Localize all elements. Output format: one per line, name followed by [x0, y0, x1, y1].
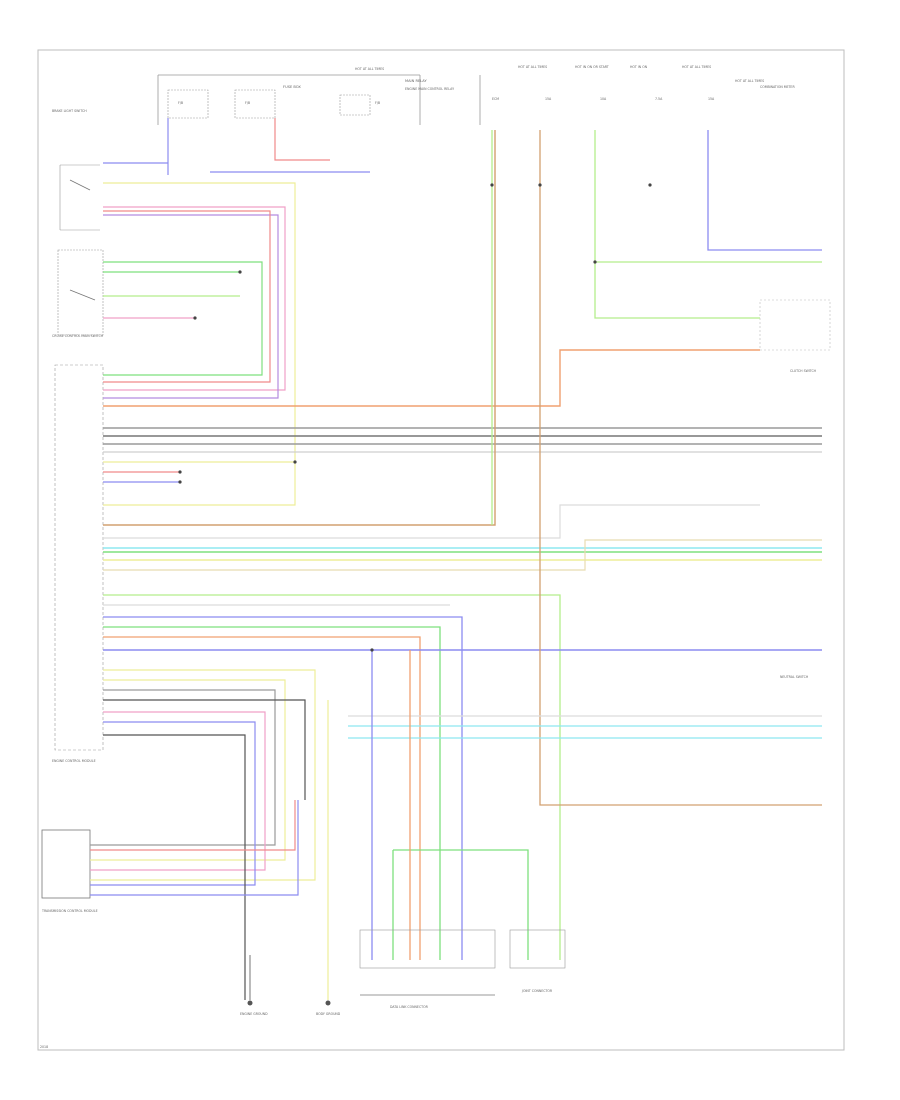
- fuse-box-title: FUSE BOX: [283, 85, 301, 89]
- fuse-label-4: ECM: [492, 97, 499, 101]
- junction-dot-1: [293, 460, 297, 464]
- ecm-box: [54, 364, 104, 751]
- hot-label-6: HOT AT ALL TIMES: [735, 79, 764, 83]
- hot-label-5: HOT AT ALL TIMES: [682, 65, 711, 69]
- fuse-label-1: F/B: [178, 101, 183, 105]
- junction-dot-8: [178, 470, 182, 474]
- wire-yellow-3: [90, 669, 316, 881]
- relay-note: ENGINE MAIN CONTROL RELAY: [405, 87, 454, 91]
- fuse-element-1: [167, 89, 209, 119]
- wire-red-1: [103, 210, 271, 383]
- fuse-element-3: [339, 94, 371, 116]
- junction-dot-9: [178, 480, 182, 484]
- wire-yellow-4: [90, 679, 286, 861]
- wire-blue-6: [90, 800, 299, 896]
- junction-dot-3: [538, 183, 542, 187]
- brake-switch-box: [59, 164, 100, 231]
- ecm-label: ENGINE CONTROL MODULE: [52, 759, 96, 763]
- main-relay-label: MAIN RELAY: [405, 79, 427, 83]
- junction-dot-2: [490, 183, 494, 187]
- junction-dot-10: [648, 183, 652, 187]
- neutral-switch-label: NEUTRAL SWITCH: [780, 675, 809, 679]
- wire-gray-7: [103, 699, 306, 800]
- wire-gray-light-1: [103, 504, 760, 539]
- hot-label-1: HOT AT ALL TIMES: [355, 67, 384, 71]
- wire-pink-3: [90, 711, 266, 871]
- wire-blue-5: [90, 721, 256, 886]
- junction-dot-5: [370, 648, 374, 652]
- ground-label-2: BODY GROUND: [316, 1012, 341, 1016]
- wire-brown-1: [103, 130, 496, 526]
- dlc-label: DATA LINK CONNECTOR: [390, 1005, 429, 1009]
- tcm-box: [41, 829, 91, 899]
- hot-label-3: HOT IN ON OR START: [575, 65, 609, 69]
- wire-ltgreen-2: [103, 594, 561, 960]
- wire-yellow-1: [103, 182, 296, 506]
- wire-orange-long: [103, 349, 760, 407]
- wire-green-right: [594, 130, 760, 319]
- wire-green-4: [103, 626, 441, 960]
- fuse-label-3: F/B: [375, 101, 380, 105]
- joint-connector-box: [509, 929, 566, 969]
- wire-green-1: [103, 261, 263, 376]
- cruise-switch-contact: [69, 289, 96, 301]
- wire-blue-3: [103, 616, 463, 960]
- joint-connector-label: JOINT CONNECTOR: [521, 989, 553, 993]
- cruise-switch-box: [57, 249, 104, 336]
- wire-gray-6: [90, 689, 276, 846]
- right-switch-box: [759, 299, 831, 351]
- wire-orange-2: [103, 636, 421, 960]
- cruise-switch-label: CRUISE CONTROL MAIN SWITCH: [52, 334, 104, 338]
- fuse-element-2: [234, 89, 276, 119]
- hot-label-2: HOT AT ALL TIMES: [518, 65, 547, 69]
- wire-blue-right: [707, 130, 822, 251]
- fuse-label-8: 15A: [708, 97, 715, 101]
- combination-meter-label: COMBINATION METER: [760, 85, 795, 89]
- fuse-label-2: F/B: [245, 101, 250, 105]
- fuse-label-7: 7.5A: [655, 97, 663, 101]
- wire-pink-1: [103, 206, 286, 391]
- hot-label-4: HOT IN ON: [630, 65, 648, 69]
- ground-point-1: [247, 1000, 253, 1006]
- wire-tan-vertical: [539, 130, 822, 806]
- fuse-label-6: 10A: [600, 97, 607, 101]
- fuse-label-5: 15A: [545, 97, 552, 101]
- footer-text: 2018: [40, 1045, 48, 1049]
- brake-switch-contact: [69, 179, 91, 191]
- wire-purple-1: [103, 214, 279, 399]
- diagram-frame: [37, 49, 845, 1051]
- tcm-label: TRANSMISSION CONTROL MODULE: [41, 909, 98, 913]
- wire-red-3: [90, 800, 296, 851]
- clutch-switch-label: CLUTCH SWITCH: [790, 369, 817, 373]
- ground-point-2: [325, 1000, 331, 1006]
- junction-dot-6: [238, 270, 242, 274]
- wire-green-5: [393, 849, 529, 960]
- ground-label-1: ENGINE GROUND: [240, 1012, 268, 1016]
- dlc-box: [359, 929, 496, 969]
- wire-tan-1: [103, 539, 822, 571]
- fuse-box-outline: [157, 74, 421, 125]
- junction-dot-7: [193, 316, 197, 320]
- wire-red-vertical: [274, 118, 330, 161]
- wire-gray-8: [103, 734, 246, 1000]
- brake-switch-label: BRAKE LIGHT SWITCH: [52, 109, 87, 113]
- junction-dot-4: [593, 260, 597, 264]
